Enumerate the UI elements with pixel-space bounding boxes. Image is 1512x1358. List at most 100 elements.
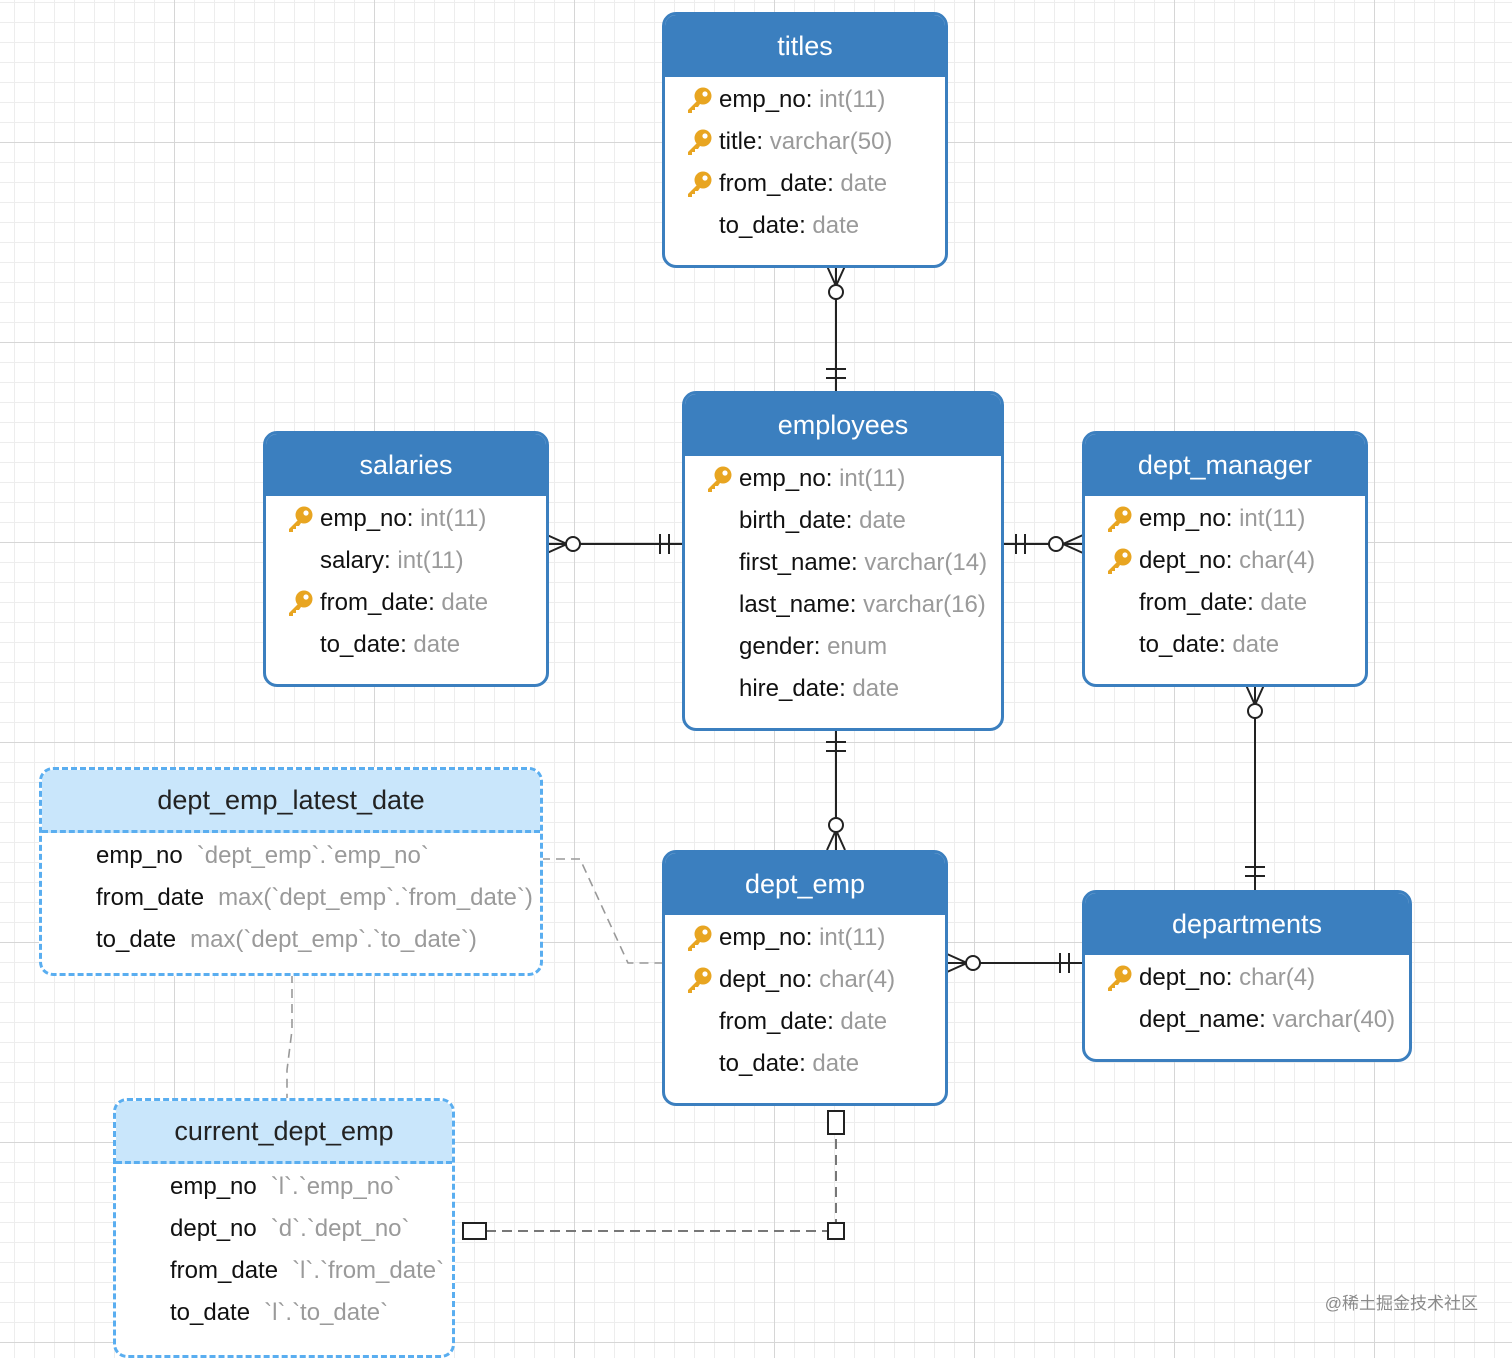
field-row[interactable]: emp_no: int(11) bbox=[266, 498, 546, 540]
field-name: from_date bbox=[320, 589, 429, 616]
field-row[interactable]: hire_date: date bbox=[739, 675, 900, 702]
field-type: date bbox=[1260, 589, 1308, 616]
field-type: int(11) bbox=[819, 924, 886, 951]
field-type: varchar(50) bbox=[769, 128, 893, 155]
field-expression: max(`dept_emp`.`from_date`) bbox=[218, 884, 533, 911]
field-type: date bbox=[840, 170, 888, 197]
view-header[interactable]: dept_emp_latest_date bbox=[42, 770, 540, 833]
field-expression: `d`.`dept_no` bbox=[270, 1215, 410, 1242]
field-name: to_date bbox=[170, 1299, 251, 1326]
field-name: hire_date bbox=[739, 675, 840, 702]
view-field-row[interactable]: from_date max(`dept_emp`.`from_date`) bbox=[42, 877, 540, 919]
field-type: int(11) bbox=[1239, 505, 1306, 532]
field-name: to_date bbox=[1139, 631, 1220, 658]
field-type: varchar(16) bbox=[863, 591, 986, 618]
field-name: from_date bbox=[96, 884, 205, 911]
field-expression: `l`.`to_date` bbox=[264, 1299, 389, 1326]
key-icon bbox=[699, 458, 739, 500]
field-type: date bbox=[859, 507, 906, 534]
field-row[interactable]: birth_date: date bbox=[739, 507, 906, 534]
view-link-current-deptemp bbox=[486, 1135, 837, 1232]
field-name: title bbox=[719, 128, 757, 155]
field-name: emp_no bbox=[320, 505, 407, 532]
zero-marker bbox=[828, 284, 844, 300]
key-icon bbox=[1099, 957, 1139, 999]
field-row[interactable]: to_date: date bbox=[320, 631, 461, 658]
field-name: dept_no bbox=[170, 1215, 257, 1242]
field-type: date bbox=[840, 1008, 888, 1035]
table-header[interactable]: titles bbox=[665, 15, 945, 77]
field-row[interactable]: emp_no: int(11) bbox=[665, 917, 945, 959]
view-header[interactable]: current_dept_emp bbox=[116, 1101, 452, 1164]
table-header[interactable]: dept_emp bbox=[665, 853, 945, 915]
field-row[interactable]: dept_no: char(4) bbox=[1085, 540, 1365, 582]
field-row[interactable]: dept_no: char(4) bbox=[665, 959, 945, 1001]
field-name: from_date bbox=[170, 1257, 279, 1284]
field-row[interactable]: to_date: date bbox=[719, 212, 860, 239]
table-header[interactable]: dept_manager bbox=[1085, 434, 1365, 496]
table-header[interactable]: employees bbox=[685, 394, 1001, 456]
key-icon bbox=[679, 79, 719, 121]
field-name: from_date bbox=[719, 1008, 828, 1035]
key-icon bbox=[679, 959, 719, 1001]
field-name: birth_date bbox=[739, 507, 846, 534]
field-name: from_date bbox=[719, 170, 828, 197]
field-row[interactable]: salary: int(11) bbox=[320, 547, 464, 574]
field-expression: `dept_emp`.`emp_no` bbox=[196, 842, 429, 869]
field-name: last_name bbox=[739, 591, 850, 618]
field-row[interactable]: last_name: varchar(16) bbox=[739, 591, 986, 618]
field-type: date bbox=[1232, 631, 1280, 658]
field-row[interactable]: from_date: date bbox=[719, 1008, 888, 1035]
table-header[interactable]: departments bbox=[1085, 893, 1409, 955]
table-header[interactable]: salaries bbox=[266, 434, 546, 496]
view-field-row[interactable]: dept_no `d`.`dept_no` bbox=[116, 1208, 452, 1250]
field-name: emp_no bbox=[170, 1173, 257, 1200]
field-name: dept_no bbox=[719, 966, 806, 993]
field-row[interactable]: to_date: date bbox=[719, 1050, 860, 1077]
field-row[interactable]: to_date: date bbox=[1139, 631, 1280, 658]
field-name: gender bbox=[739, 633, 814, 660]
field-row[interactable]: emp_no: int(11) bbox=[1085, 498, 1365, 540]
field-row[interactable]: dept_name: varchar(40) bbox=[1139, 1006, 1396, 1033]
field-name: emp_no bbox=[719, 86, 806, 113]
field-name: dept_no bbox=[1139, 964, 1226, 991]
view-link-latest-current bbox=[286, 974, 293, 1098]
field-type: int(11) bbox=[397, 547, 464, 574]
zero-marker bbox=[1247, 703, 1263, 719]
field-name: emp_no bbox=[1139, 505, 1226, 532]
field-row[interactable]: first_name: varchar(14) bbox=[739, 549, 988, 576]
field-row[interactable]: title: varchar(50) bbox=[665, 121, 945, 163]
key-icon bbox=[280, 498, 320, 540]
field-type: int(11) bbox=[420, 505, 487, 532]
field-type: char(4) bbox=[1239, 547, 1316, 574]
field-row[interactable]: gender: enum bbox=[739, 633, 888, 660]
field-row[interactable]: dept_no: char(4) bbox=[1085, 957, 1409, 999]
view-field-row[interactable]: emp_no`l`.`emp_no` bbox=[116, 1166, 452, 1208]
field-row[interactable]: emp_no: int(11) bbox=[665, 79, 945, 121]
field-row[interactable]: from_date: date bbox=[266, 582, 546, 624]
view-field-row[interactable]: to_date `l`.`to_date` bbox=[116, 1292, 452, 1334]
field-row[interactable]: from_date: date bbox=[665, 163, 945, 205]
field-type: int(11) bbox=[839, 465, 906, 492]
view-field-row[interactable]: emp_no`dept_emp`.`emp_no` bbox=[42, 835, 540, 877]
field-type: date bbox=[812, 1050, 860, 1077]
field-row[interactable]: emp_no: int(11) bbox=[685, 458, 1001, 500]
view-anchor-marker bbox=[462, 1222, 487, 1240]
field-name: dept_name bbox=[1139, 1006, 1260, 1033]
field-name: to_date bbox=[719, 212, 800, 239]
view-field-row[interactable]: from_date`l`.`from_date` bbox=[116, 1250, 452, 1292]
field-type: date bbox=[413, 631, 461, 658]
field-row[interactable]: from_date: date bbox=[1139, 589, 1308, 616]
field-type: varchar(14) bbox=[864, 549, 988, 576]
view-anchor-marker bbox=[827, 1110, 845, 1135]
view-link-latest-deptemp bbox=[541, 858, 662, 964]
